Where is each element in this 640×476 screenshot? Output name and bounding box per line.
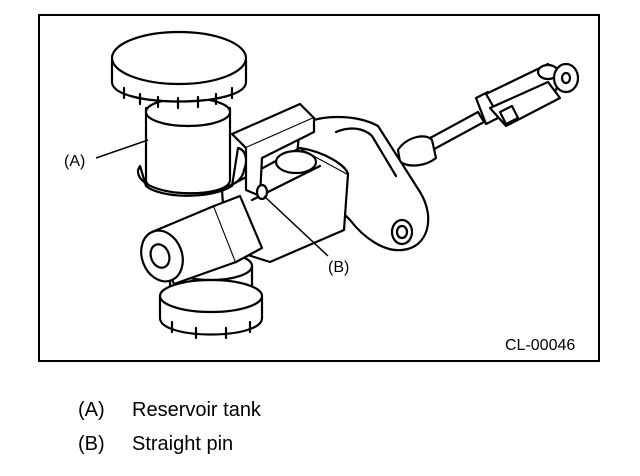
legend-item-a: (A) Reservoir tank — [78, 398, 261, 422]
mounting-flange — [294, 115, 430, 252]
outlet-nipple — [140, 194, 264, 286]
figure-code: CL-00046 — [505, 337, 575, 354]
push-rod — [396, 110, 486, 167]
reservoir-bracket — [230, 102, 316, 198]
figure-frame — [38, 14, 600, 362]
legend-item-b: (B) Straight pin — [78, 432, 233, 456]
legend-key-a: (A) — [78, 399, 105, 421]
leader-line-a — [95, 139, 149, 159]
reservoir-tank — [136, 96, 248, 197]
clevis — [474, 62, 580, 128]
callout-b: (B) — [328, 259, 349, 276]
legend-text-a: Reservoir tank — [132, 399, 261, 421]
legend-text-b: Straight pin — [132, 433, 234, 455]
callout-a: (A) — [64, 153, 85, 170]
leader-line-b — [263, 195, 329, 257]
legend-key-b: (B) — [78, 433, 105, 455]
reservoir-cap — [110, 30, 248, 110]
